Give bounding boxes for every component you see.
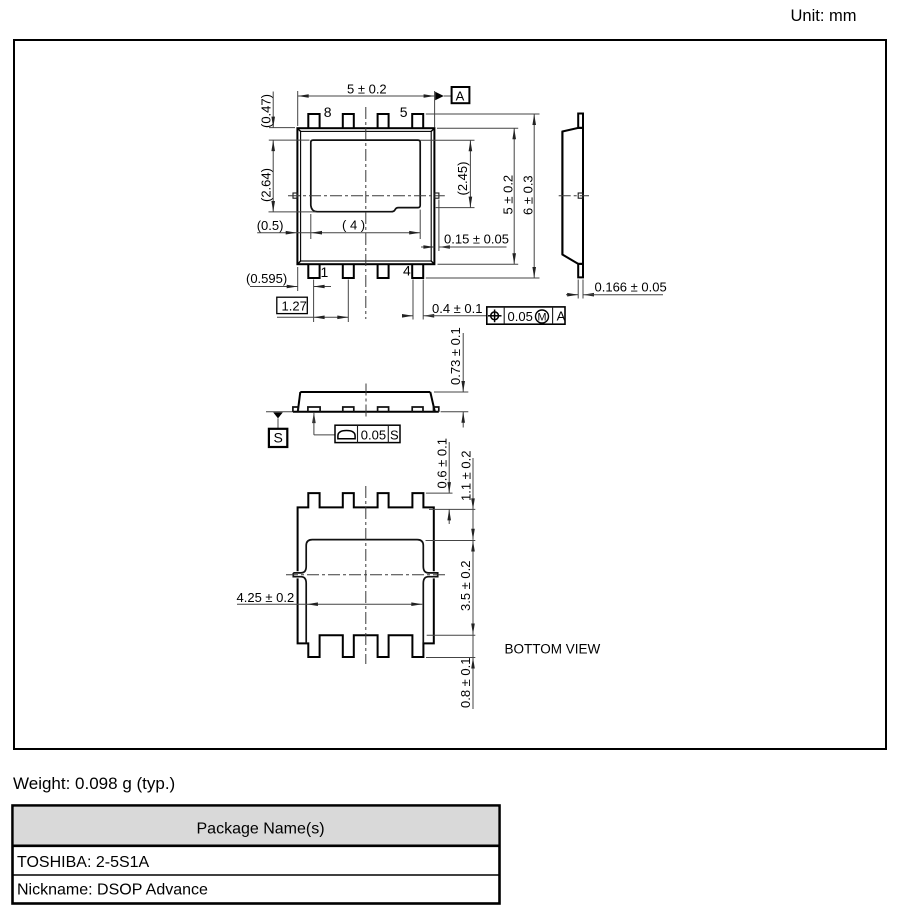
svg-text:0.4 ± 0.1: 0.4 ± 0.1 <box>432 301 483 316</box>
svg-text:TOSHIBA: 2-5S1A: TOSHIBA: 2-5S1A <box>17 854 150 871</box>
svg-text:( 4 ): ( 4 ) <box>342 218 365 233</box>
svg-text:Weight: 0.098 g (typ.): Weight: 0.098 g (typ.) <box>13 774 175 793</box>
svg-text:0.166 ± 0.05: 0.166 ± 0.05 <box>595 280 667 295</box>
svg-text:3.5 ± 0.2: 3.5 ± 0.2 <box>458 560 473 611</box>
svg-text:0.6 ± 0.1: 0.6 ± 0.1 <box>434 438 449 489</box>
svg-text:8: 8 <box>324 104 332 120</box>
svg-text:0.05: 0.05 <box>508 309 533 324</box>
svg-text:4.25 ± 0.2: 4.25 ± 0.2 <box>237 590 295 605</box>
svg-text:A: A <box>557 309 566 324</box>
svg-text:A: A <box>456 89 465 104</box>
svg-text:S: S <box>390 427 399 442</box>
svg-text:Nickname: DSOP Advance: Nickname: DSOP Advance <box>17 882 208 899</box>
svg-text:(0.595): (0.595) <box>246 271 287 286</box>
svg-text:(0.47): (0.47) <box>259 94 274 128</box>
svg-text:0.73 ± 0.1: 0.73 ± 0.1 <box>448 327 463 385</box>
svg-text:4: 4 <box>403 263 411 279</box>
svg-text:5 ± 0.2: 5 ± 0.2 <box>347 82 387 97</box>
svg-text:0.15 ± 0.05: 0.15 ± 0.05 <box>444 232 509 247</box>
svg-text:1.27: 1.27 <box>282 299 307 314</box>
svg-text:1: 1 <box>321 264 329 280</box>
svg-text:1.1 ± 0.2: 1.1 ± 0.2 <box>458 450 473 501</box>
svg-text:(0.5): (0.5) <box>257 218 284 233</box>
svg-text:0.8 ± 0.1: 0.8 ± 0.1 <box>458 657 473 708</box>
svg-text:5: 5 <box>400 104 408 120</box>
svg-text:(2.45): (2.45) <box>455 162 470 196</box>
svg-text:Package Name(s): Package Name(s) <box>197 821 325 838</box>
svg-text:(2.64): (2.64) <box>259 168 274 202</box>
svg-text:BOTTOM VIEW: BOTTOM VIEW <box>505 642 601 657</box>
svg-text:6 ± 0.3: 6 ± 0.3 <box>521 175 536 215</box>
svg-text:5 ± 0.2: 5 ± 0.2 <box>501 175 516 215</box>
svg-text:S: S <box>274 430 283 446</box>
svg-text:Unit: mm: Unit: mm <box>791 7 857 25</box>
svg-text:M: M <box>538 312 547 324</box>
svg-text:0.05: 0.05 <box>361 427 386 442</box>
